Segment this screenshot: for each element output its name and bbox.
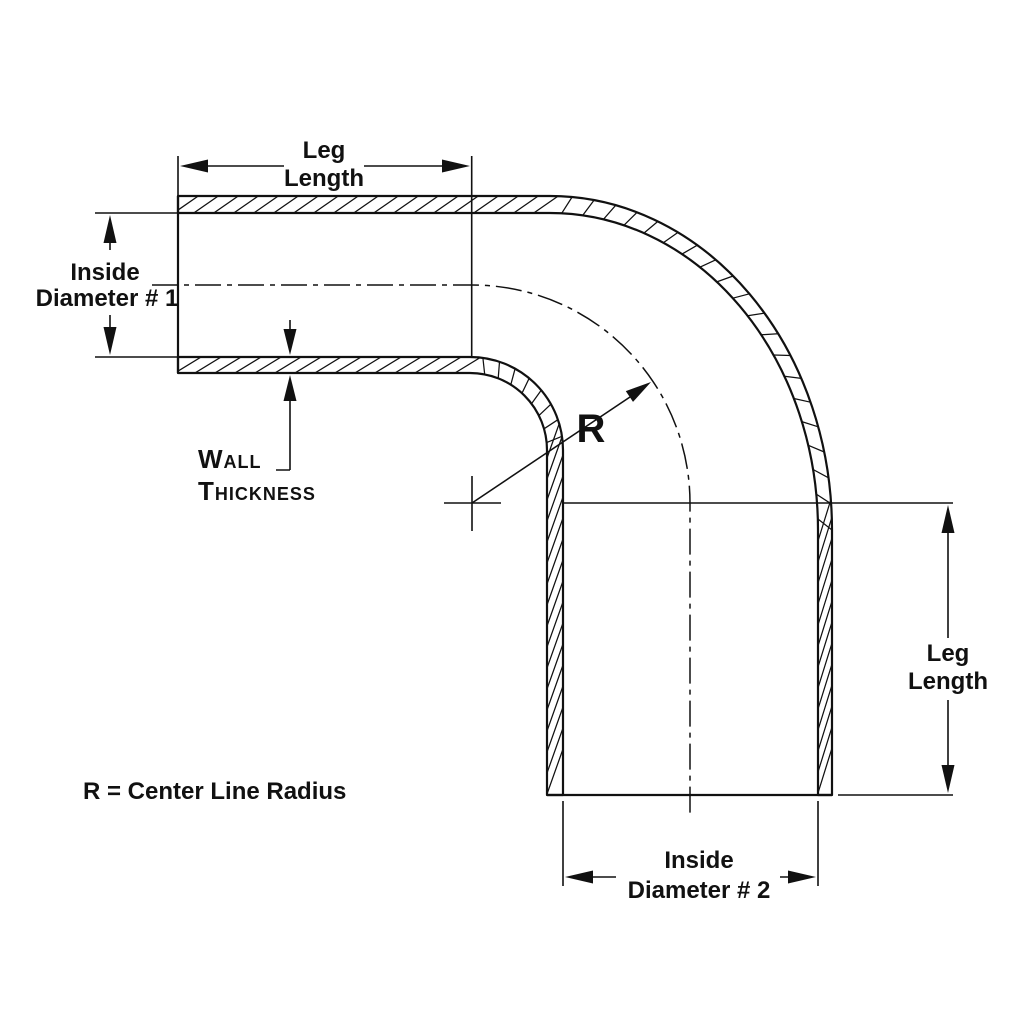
arrowhead-left (180, 159, 208, 173)
leg-length-top-label-line1: Leg (303, 137, 346, 164)
radius-label: R (577, 407, 606, 451)
arrowhead-right (788, 870, 816, 884)
tube-centerline (152, 284, 691, 815)
radius-note: R = Center Line Radius (83, 778, 346, 805)
leg-length-top-label-line2: Length (284, 165, 364, 192)
arrowhead-up (283, 375, 297, 401)
arrowhead-down (103, 327, 117, 355)
hatching-outer-wall (178, 196, 832, 794)
wall-thickness-label-line1: Wall (198, 444, 262, 474)
arrowhead-left (565, 870, 593, 884)
wall-thickness-label-line2: Thickness (198, 476, 316, 506)
leg-length-right-label-line2: Length (908, 668, 988, 695)
dim-leg-length-top: Leg Length (177, 137, 473, 357)
hatching-inner-wall (178, 357, 563, 795)
leader-lower (276, 401, 291, 471)
inside-d2-label-line1: Inside (664, 847, 733, 874)
dim-centerline-radius: R (471, 382, 651, 504)
arrowhead-down (941, 765, 955, 793)
arrowhead-up (103, 215, 117, 243)
dim-inside-diameter-2: Inside Diameter # 2 (562, 801, 819, 904)
inside-d1-label-line1: Inside (70, 259, 139, 286)
tube-walls (176, 194, 834, 797)
ext-lines (562, 801, 819, 886)
arrowhead-up (941, 505, 955, 533)
inside-d2-label-line2: Diameter # 2 (628, 877, 771, 904)
ext-lines (95, 212, 178, 358)
inside-d1-label-line2: Diameter # 1 (36, 285, 179, 312)
ext-lines (177, 156, 473, 357)
arrowhead-radius (625, 382, 651, 402)
dim-leg-length-right: Leg Length (562, 502, 988, 796)
ext-lines (562, 502, 953, 796)
leg-length-right-label-line1: Leg (927, 640, 970, 667)
inner-wall-band (176, 355, 565, 797)
arrowhead-down (283, 329, 297, 355)
dim-wall-thickness: Wall Thickness (198, 320, 316, 506)
arrowhead-right (442, 159, 470, 173)
radius-line (471, 396, 631, 504)
dim-inside-diameter-1: Inside Diameter # 1 (36, 212, 179, 358)
